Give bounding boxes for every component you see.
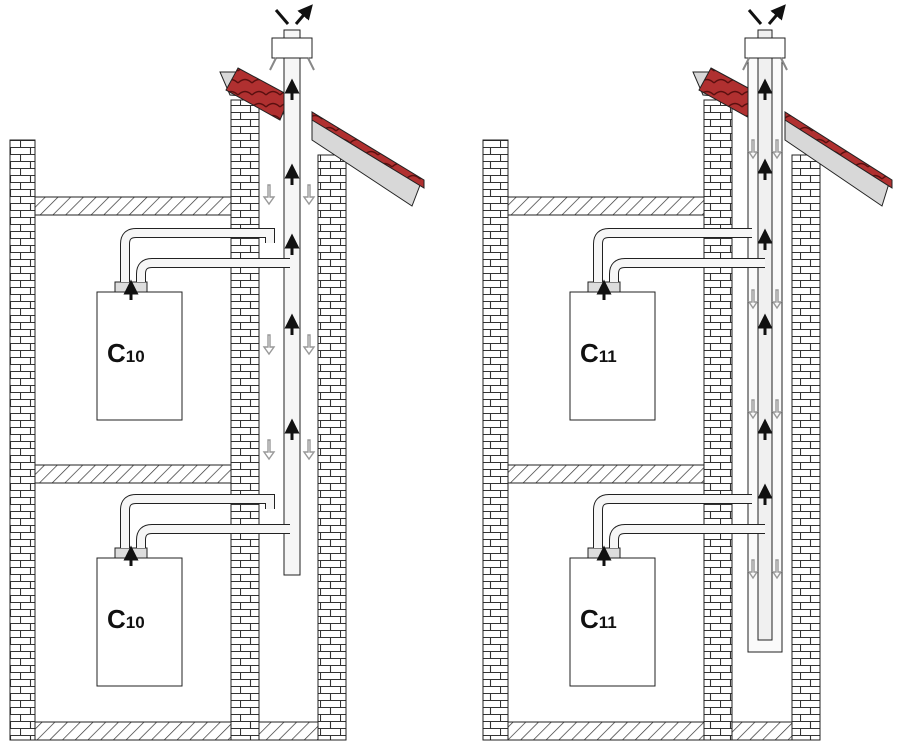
chimney-base-slab: [731, 721, 793, 741]
air-intake-arrows: [262, 184, 316, 461]
middle-floor-slab: [507, 464, 705, 484]
upper-boiler-pipes: [593, 228, 765, 282]
lower-boiler-label: C11: [580, 604, 617, 634]
air-intake-arrow-icon: [771, 559, 783, 580]
ceiling-slab: [34, 196, 232, 216]
ceiling-slab: [507, 196, 705, 216]
air-intake-arrow-icon: [747, 139, 759, 160]
ground-floor-slab: [507, 721, 705, 741]
air-intake-arrow-icon: [771, 399, 783, 420]
air-intake-arrow-icon: [747, 559, 759, 580]
lower-boiler-pipes: [120, 494, 290, 548]
left-outer-wall: [9, 139, 36, 741]
diagram-c10: C10 C10: [9, 10, 425, 741]
chimney-outer-wall: [317, 154, 347, 741]
air-intake-arrow-icon: [302, 334, 316, 356]
air-intake-arrow-icon: [747, 289, 759, 310]
chimney-inner-wall: [230, 99, 260, 741]
chimney-base-slab: [258, 721, 319, 741]
air-intake-arrow-icon: [771, 139, 783, 160]
ground-floor-slab: [34, 721, 232, 741]
terminal-cap-icon: [269, 10, 314, 71]
air-intake-arrow-icon: [262, 184, 276, 206]
upper-boiler-pipes: [120, 228, 290, 282]
roof: [692, 67, 893, 207]
upper-boiler-label: C11: [580, 338, 617, 368]
central-flue-pipe: [283, 29, 301, 576]
chimney-outer-wall: [791, 154, 821, 741]
upper-boiler: [569, 291, 656, 421]
roof: [219, 67, 425, 207]
lower-boiler-pipes: [593, 494, 765, 548]
upper-boiler-label: C10: [107, 338, 145, 368]
terminal-cap-icon: [742, 10, 787, 71]
chimney-inner-wall: [703, 99, 733, 741]
air-intake-arrow-icon: [262, 439, 276, 461]
diagram-c11: C11 C11: [482, 10, 893, 741]
upper-boiler: [96, 291, 183, 421]
lower-boiler-label: C10: [107, 604, 145, 634]
lower-boiler: [569, 557, 656, 687]
air-intake-arrow-icon: [302, 439, 316, 461]
air-intake-arrow-icon: [747, 399, 759, 420]
middle-floor-slab: [34, 464, 232, 484]
air-intake-arrow-icon: [302, 184, 316, 206]
air-intake-arrows: [747, 139, 783, 580]
air-intake-arrow-icon: [262, 334, 276, 356]
air-intake-arrow-icon: [771, 289, 783, 310]
left-outer-wall: [482, 139, 509, 741]
